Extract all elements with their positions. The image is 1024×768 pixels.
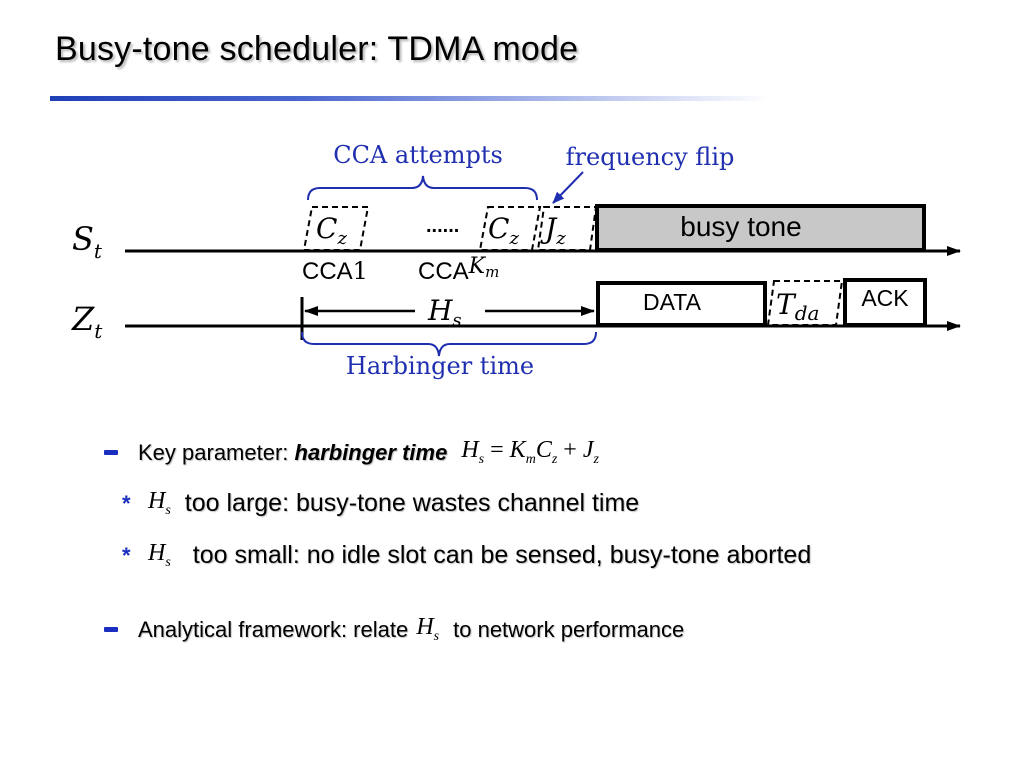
hs-symbol: Hs [416, 614, 440, 644]
slide-title: Busy-tone scheduler: TDMA mode [55, 30, 579, 68]
hs-symbol: Hs [148, 540, 171, 570]
ack-label: ACK [861, 285, 909, 311]
cca-slot-km-label: Cz [488, 212, 519, 249]
title-underline [50, 96, 770, 101]
bullet-analytical-prefix: Analytical framework: relate [138, 616, 415, 642]
data-block [596, 281, 767, 327]
bullet-key-parameter-keyword: harbinger time [294, 439, 448, 465]
signal-s-label: St [72, 220, 103, 263]
bullet-analytical-suffix: to network performance [453, 616, 685, 642]
data-label: DATA [643, 289, 702, 315]
signal-z-sub: t [94, 319, 103, 343]
ack-block [843, 278, 927, 327]
signal-z-symbol: Z [71, 300, 95, 338]
harbinger-formula: Hs = KmCz + Jz [461, 437, 599, 467]
tda-label: Tda [776, 288, 819, 325]
frequency-flip-label: frequency flip [566, 143, 735, 171]
bullet-key-parameter: Key parameter: harbinger time Hs = KmCz … [104, 437, 599, 468]
bullet-star-icon: * [122, 490, 131, 516]
cca1-label: CCA1 [302, 257, 368, 285]
tda-slot [766, 280, 844, 326]
bullet-dash-icon [104, 450, 118, 455]
bullet-hs-too-small-text: too small: no idle slot can be sensed, b… [192, 541, 812, 569]
frequency-flip-slot [536, 206, 598, 251]
bullet-hs-too-large-text: too large: busy-tone wastes channel time [184, 489, 640, 517]
harbinger-time-label: Harbinger time [346, 352, 534, 380]
jz-label: Jz [540, 212, 566, 249]
tdma-timing-diagram: St Zt CCA attempts frequency flip Cz ...… [71, 141, 961, 380]
hs-symbol: Hs [148, 488, 171, 518]
harbinger-brace [301, 331, 597, 357]
bullet-analytical-framework: Analytical framework: relate Hs to netwo… [104, 614, 684, 645]
hs-label: Hs [427, 294, 462, 331]
frequency-flip-arrow [552, 171, 584, 204]
cca-attempts-brace [307, 175, 538, 201]
bullet-hs-too-large: * Hs too large: busy-tone wastes channel… [122, 488, 639, 519]
busy-tone-label: busy tone [680, 211, 801, 242]
cca-slot-1-label: Cz [316, 212, 347, 249]
bullet-hs-too-small: * Hs too small: no idle slot can be sens… [122, 540, 811, 571]
cca-slot-1 [302, 206, 370, 251]
bullet-key-parameter-prefix: Key parameter: [138, 439, 295, 465]
bullet-dash-icon [104, 627, 118, 632]
cca-attempts-label: CCA attempts [333, 141, 503, 169]
slot-ellipsis: ...... [426, 215, 459, 237]
ccakm-label: CCAKm [418, 254, 499, 285]
busy-tone-block [595, 204, 926, 252]
signal-s-sub: t [94, 239, 103, 263]
cca-slot-km [478, 206, 542, 251]
bullet-star-icon: * [122, 542, 131, 568]
signal-s-symbol: S [72, 220, 94, 258]
signal-z-label: Zt [71, 300, 103, 343]
